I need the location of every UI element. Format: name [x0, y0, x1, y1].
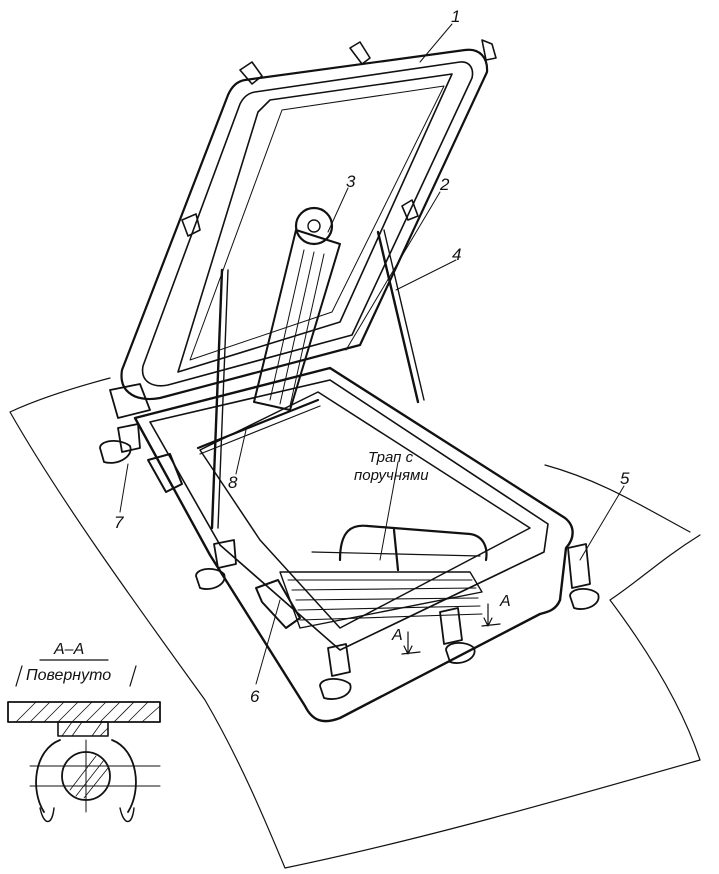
hatch-frame	[133, 366, 574, 723]
callout-4: 4	[452, 245, 461, 264]
spring-cylinder	[253, 206, 341, 411]
struts	[196, 229, 425, 530]
callout-7: 7	[114, 513, 124, 532]
ladder-label-line1: Трап с	[368, 449, 414, 466]
callout-6: 6	[250, 687, 260, 706]
leader-lines	[119, 23, 625, 685]
deck-plate	[9, 377, 701, 869]
callout-3: 3	[346, 172, 356, 191]
section-mark-right: A	[499, 593, 511, 610]
callout-labels: 1 2 3 4 5 6 7 8	[114, 7, 630, 706]
clamps	[99, 423, 600, 700]
ladder	[279, 524, 488, 629]
section-view: А–А Повернуто	[7, 641, 161, 823]
section-mark-left: A	[391, 627, 403, 644]
ladder-label-line2: поручнями	[354, 467, 429, 484]
callout-1: 1	[451, 7, 460, 26]
section-view-subtitle: Повернуто	[26, 667, 111, 684]
hatch-lid	[109, 39, 497, 419]
callout-2: 2	[439, 175, 450, 194]
section-view-title: А–А	[53, 641, 84, 658]
ladder-label: Трап с поручнями	[354, 449, 429, 484]
callout-5: 5	[620, 469, 630, 488]
callout-8: 8	[228, 473, 238, 492]
